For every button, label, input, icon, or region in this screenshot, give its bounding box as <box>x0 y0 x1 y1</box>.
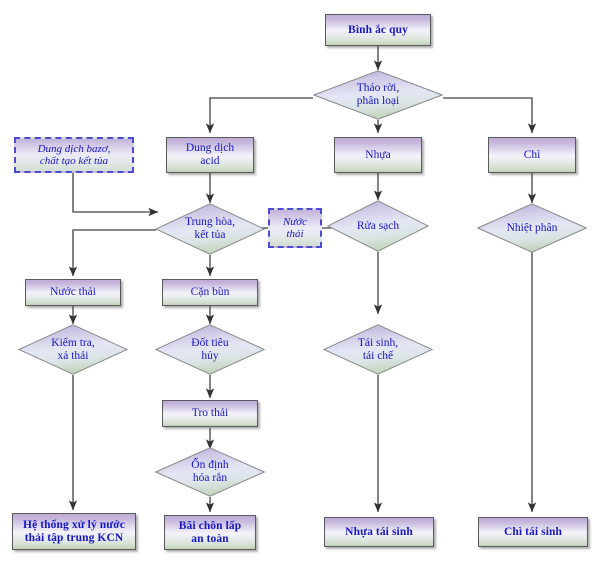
node-wash-label: Rửa sạch <box>356 219 400 232</box>
node-regen-lead[interactable]: Chì tái sinh <box>478 517 588 547</box>
node-wwtp[interactable]: Hệ thống xử lý nước thải tập trung KCN <box>12 513 136 550</box>
node-sludge[interactable]: Cặn bùn <box>162 279 258 306</box>
node-neutralize-label: Trung hòa, kết tủa <box>184 216 236 241</box>
node-neutralize[interactable]: Trung hòa, kết tủa <box>155 203 265 255</box>
node-pyrolysis[interactable]: Nhiệt phân <box>477 203 587 253</box>
diamond-shape <box>18 324 128 375</box>
node-wash[interactable]: Rửa sạch <box>327 200 429 252</box>
diamond-shape <box>313 70 443 120</box>
node-regen-plastic[interactable]: Nhựa tái sinh <box>324 517 434 547</box>
diamond-shape <box>155 324 265 375</box>
diamond-shape <box>155 447 265 497</box>
diamond-shape <box>477 203 587 253</box>
node-plastic[interactable]: Nhựa <box>334 137 422 173</box>
node-dismantle-label: Tháo rời, phân loại <box>356 82 400 107</box>
node-pyrolysis-label: Nhiệt phân <box>506 221 558 234</box>
node-wastewater[interactable]: Nước thải <box>25 279 121 306</box>
node-recycle-plastic-label: Tái sinh, tái chế <box>357 336 399 362</box>
node-battery[interactable]: Bình ắc quy <box>325 14 431 46</box>
node-base-solution[interactable]: Dung dịch bazơ, chất tạo kết tủa <box>14 137 134 173</box>
edge-neutralize-wastewater <box>68 229 156 277</box>
node-landfill[interactable]: Bãi chôn lấp an toàn <box>164 515 256 550</box>
node-acid-solution[interactable]: Dung dịch acid <box>166 137 254 173</box>
edge-dismantle-lead <box>443 97 537 134</box>
node-lead[interactable]: Chì <box>488 137 576 173</box>
node-wastewater-note[interactable]: Nước thải <box>268 208 322 248</box>
node-check-discharge-label: Kiểm tra, xả thải <box>51 336 95 362</box>
edge-dismantle-acid <box>205 97 313 134</box>
node-incinerate-label: Đốt tiêu hủy <box>191 336 229 362</box>
diamond-shape <box>323 324 433 375</box>
node-solidify[interactable]: Ổn định hóa rắn <box>155 447 265 497</box>
node-solidify-label: Ổn định hóa rắn <box>191 459 229 484</box>
node-check-discharge[interactable]: Kiểm tra, xả thải <box>18 324 128 375</box>
node-dismantle[interactable]: Tháo rời, phân loại <box>313 70 443 120</box>
node-incinerate[interactable]: Đốt tiêu hủy <box>155 324 265 375</box>
edge-base-neutralize <box>72 173 159 217</box>
diamond-shape <box>155 203 265 255</box>
diamond-shape <box>327 200 429 252</box>
node-recycle-plastic[interactable]: Tái sinh, tái chế <box>323 324 433 375</box>
node-ash[interactable]: Tro thải <box>162 400 258 427</box>
